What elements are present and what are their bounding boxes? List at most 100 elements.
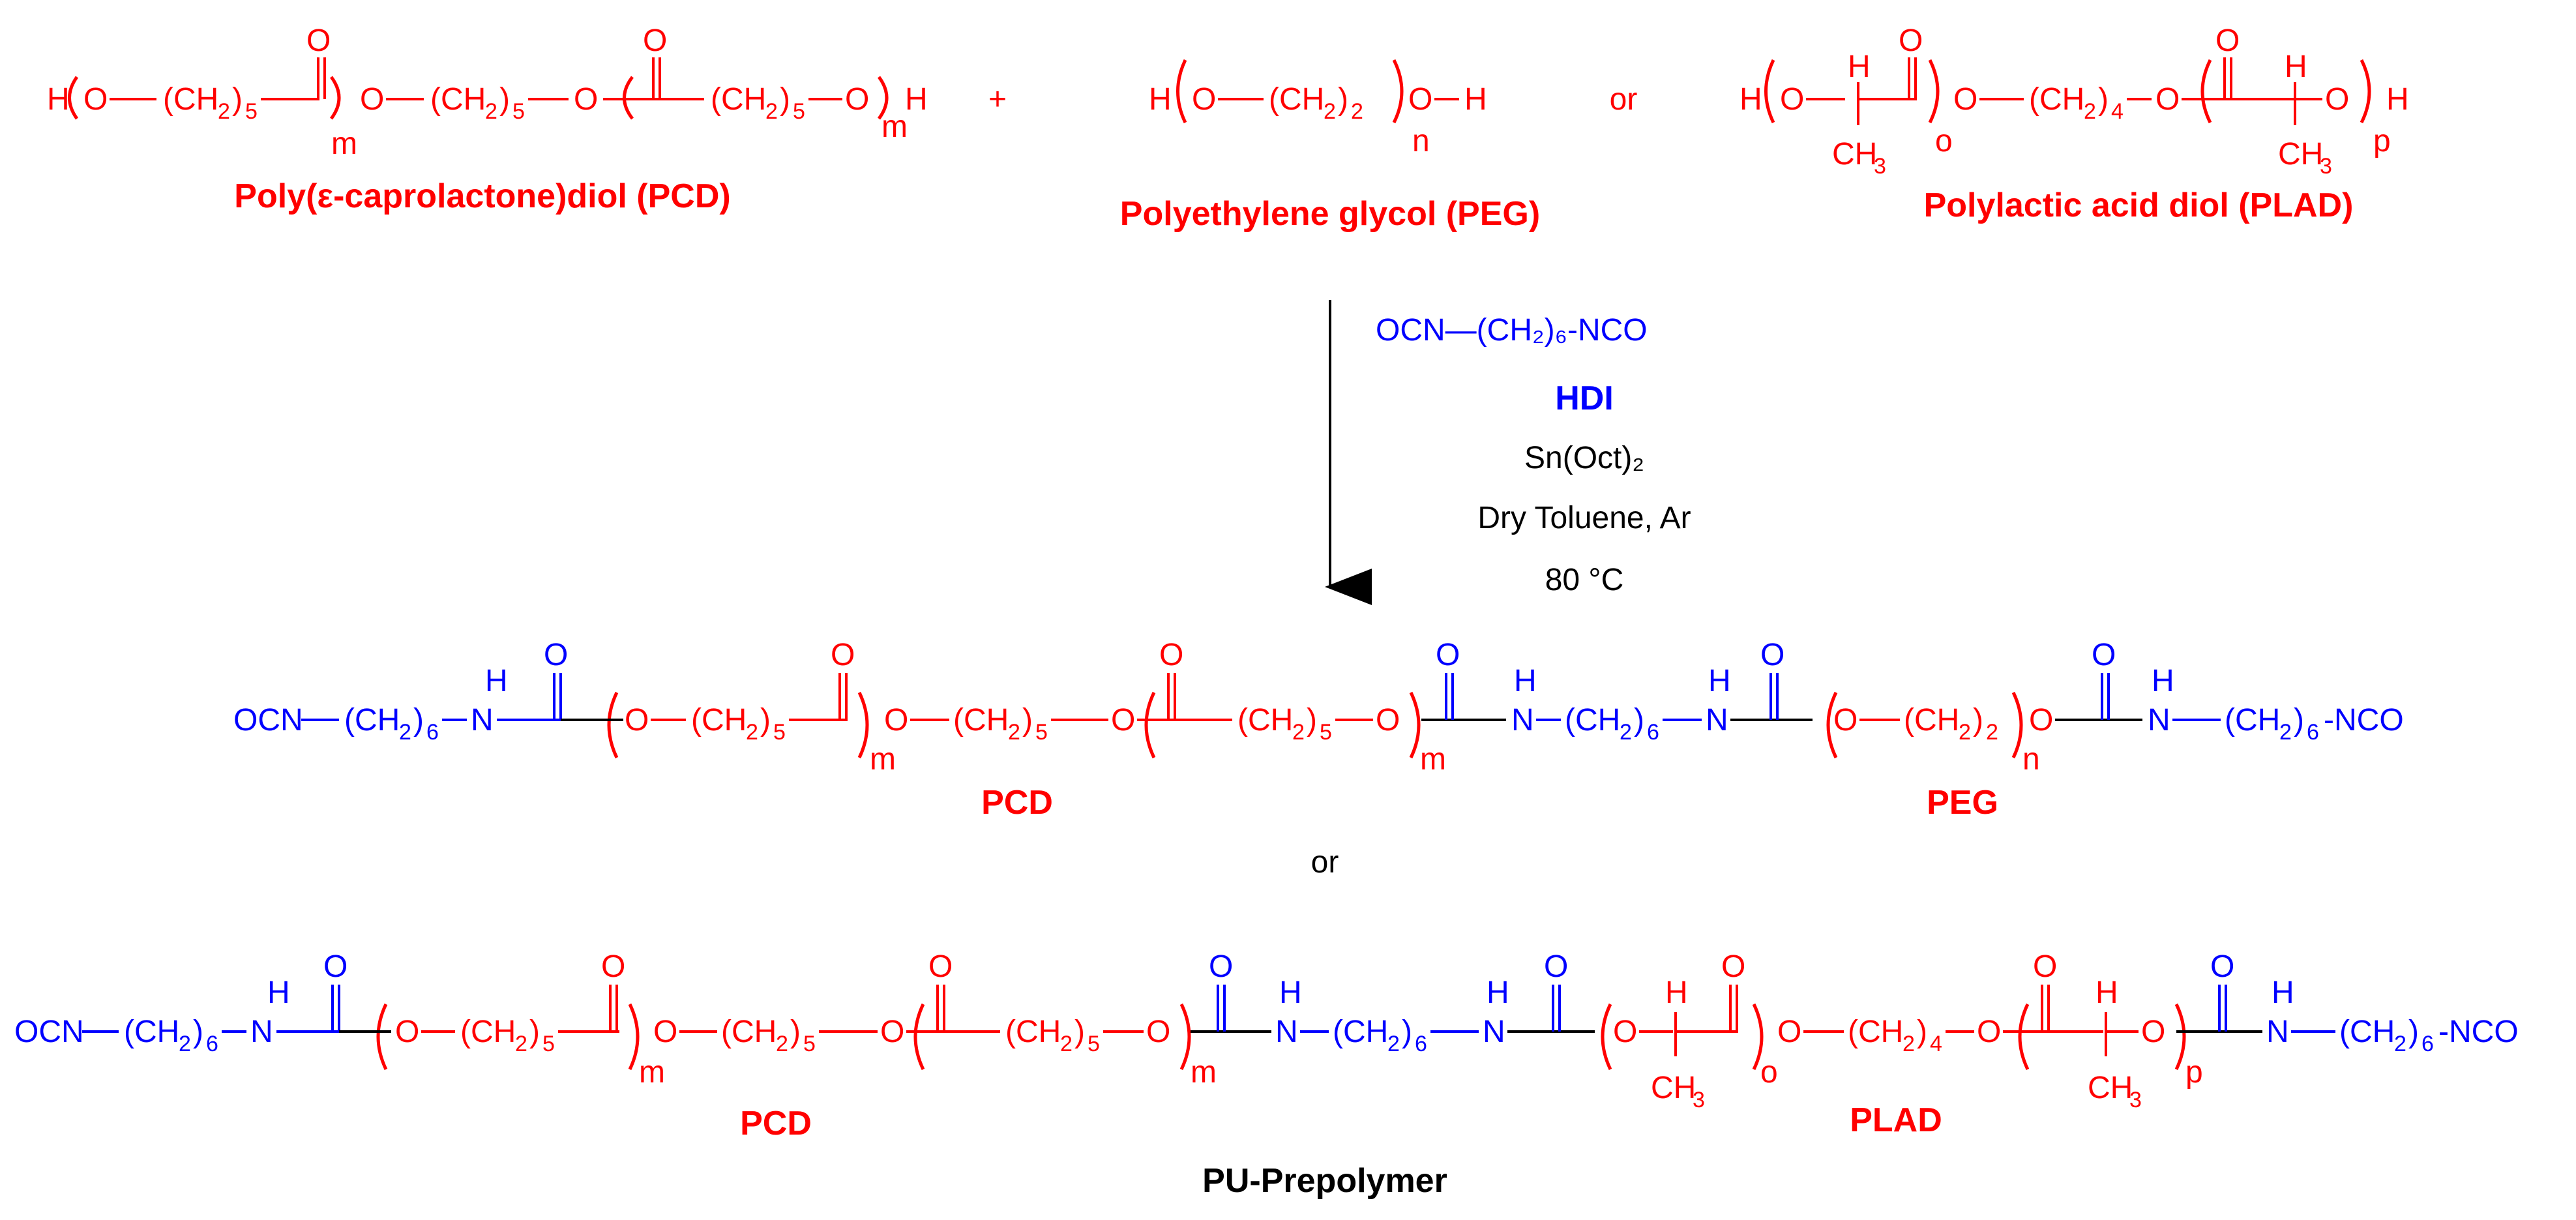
svg-text:n: n <box>2022 742 2040 777</box>
svg-text:(CH: (CH <box>721 1015 777 1049</box>
svg-text:): ) <box>2098 82 2109 117</box>
svg-text:(CH: (CH <box>460 1015 516 1049</box>
svg-text:H: H <box>267 975 290 1010</box>
svg-text:6: 6 <box>2421 1032 2434 1056</box>
svg-text:2: 2 <box>1620 720 1632 745</box>
svg-text:): ) <box>413 703 424 737</box>
svg-text:O: O <box>845 82 869 117</box>
svg-text:5: 5 <box>773 720 786 745</box>
svg-text:): ) <box>232 82 243 117</box>
svg-text:O: O <box>880 1015 904 1049</box>
svg-text:O: O <box>1721 949 1745 984</box>
or-products: or <box>1311 845 1339 880</box>
svg-text:H: H <box>2386 82 2409 117</box>
plad-name: Polylactic acid diol (PLAD) <box>1924 186 2354 224</box>
or-reactants: or <box>1610 82 1638 117</box>
svg-text:N: N <box>1483 1015 1505 1049</box>
svg-text:6: 6 <box>206 1032 218 1056</box>
hdi-formula: OCN—(CH₂)₆-NCO <box>1376 313 1648 348</box>
svg-text:): ) <box>193 1015 203 1049</box>
svg-text:2: 2 <box>515 1032 527 1056</box>
svg-text:O: O <box>1111 703 1135 737</box>
catalyst: Sn(Oct)₂ <box>1524 441 1644 475</box>
svg-text:O: O <box>928 949 953 984</box>
product1-pcd-label: PCD <box>981 784 1053 822</box>
svg-text:2: 2 <box>1060 1032 1073 1056</box>
peg-name: Polyethylene glycol (PEG) <box>1120 195 1540 233</box>
svg-text:O: O <box>83 82 108 117</box>
product-title: PU-Prepolymer <box>1202 1162 1447 1200</box>
svg-text:3: 3 <box>1693 1088 1705 1112</box>
svg-text:H: H <box>1514 664 1537 698</box>
pcd-name: Poly(ε-caprolactone)diol (PCD) <box>234 177 730 215</box>
solvent: Dry Toluene, Ar <box>1477 501 1691 535</box>
svg-text:o: o <box>1760 1055 1778 1090</box>
svg-text:N: N <box>2148 703 2170 737</box>
svg-text:): ) <box>2408 1015 2419 1049</box>
svg-text:2: 2 <box>1292 720 1305 745</box>
svg-text:): ) <box>790 1015 801 1049</box>
svg-text:H: H <box>905 82 928 117</box>
svg-text:): ) <box>1634 703 1644 737</box>
svg-text:-NCO: -NCO <box>2324 703 2404 737</box>
svg-text:N: N <box>2266 1015 2289 1049</box>
svg-text:H: H <box>2272 975 2294 1010</box>
svg-text:O: O <box>2092 638 2116 672</box>
svg-text:m: m <box>331 126 357 161</box>
svg-text:): ) <box>499 82 510 117</box>
svg-text:): ) <box>1022 703 1033 737</box>
svg-text:6: 6 <box>1415 1032 1427 1056</box>
svg-text:O: O <box>653 1015 677 1049</box>
svg-text:2: 2 <box>1902 1032 1915 1056</box>
svg-text:2: 2 <box>1387 1032 1400 1056</box>
svg-text:2: 2 <box>399 720 411 745</box>
svg-text:2: 2 <box>1986 720 1998 745</box>
svg-text:O: O <box>2325 82 2349 117</box>
svg-text:m: m <box>881 110 908 144</box>
svg-text:5: 5 <box>542 1032 555 1056</box>
svg-text:H: H <box>2285 50 2307 84</box>
svg-text:4: 4 <box>2111 99 2124 124</box>
svg-text:p: p <box>2185 1055 2203 1090</box>
svg-text:2: 2 <box>1324 99 1336 124</box>
product-1-structure: OCN (CH 2 ) 6 N H O O (CH 2 ) 5 O <box>233 638 2404 777</box>
svg-text:5: 5 <box>793 99 805 124</box>
svg-text:H: H <box>1665 975 1688 1010</box>
peg-structure: H O (CH 2 ) 2 n O H <box>1149 59 1487 158</box>
svg-text:5: 5 <box>1320 720 1332 745</box>
svg-text:(CH: (CH <box>1565 703 1620 737</box>
svg-text:(CH: (CH <box>1904 703 1959 737</box>
svg-text:o: o <box>1935 124 1953 158</box>
svg-text:): ) <box>1973 703 1983 737</box>
svg-text:H: H <box>2152 664 2174 698</box>
svg-text:(CH: (CH <box>430 82 486 117</box>
svg-text:O: O <box>1146 1015 1170 1049</box>
svg-text:n: n <box>1412 124 1430 158</box>
svg-text:O: O <box>831 638 855 672</box>
svg-text:(CH: (CH <box>163 82 218 117</box>
svg-text:O: O <box>884 703 908 737</box>
svg-text:(CH: (CH <box>344 703 400 737</box>
svg-text:O: O <box>1899 23 1923 58</box>
bracket-open <box>68 76 79 120</box>
svg-text:O: O <box>1777 1015 1801 1049</box>
svg-text:N: N <box>1706 703 1728 737</box>
svg-text:(CH: (CH <box>2339 1015 2395 1049</box>
svg-text:O: O <box>1192 82 1216 117</box>
svg-text:(CH: (CH <box>953 703 1009 737</box>
svg-text:2: 2 <box>776 1032 788 1056</box>
temperature: 80 °C <box>1545 563 1624 597</box>
svg-text:O: O <box>395 1015 419 1049</box>
svg-text:m: m <box>1420 742 1446 777</box>
svg-text:O: O <box>544 638 568 672</box>
svg-text:O: O <box>1436 638 1460 672</box>
svg-text:): ) <box>1402 1015 1412 1049</box>
svg-text:H: H <box>1149 82 1172 117</box>
svg-text:(CH: (CH <box>691 703 747 737</box>
svg-text:O: O <box>2029 703 2053 737</box>
svg-text:m: m <box>639 1055 665 1090</box>
svg-text:2: 2 <box>1959 720 1971 745</box>
svg-text:): ) <box>2294 703 2304 737</box>
svg-text:p: p <box>2373 124 2391 158</box>
